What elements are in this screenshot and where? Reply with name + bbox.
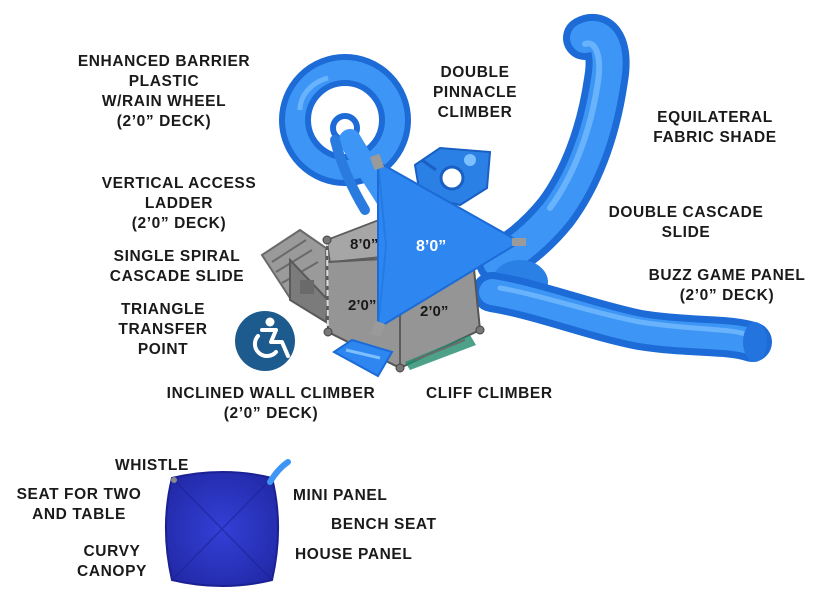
enhanced-barrier-rain-wheel <box>279 54 411 231</box>
label-bench-seat: BENCH SEAT <box>331 516 437 533</box>
label-inclined-wall: INCLINED WALL CLIMBER (2’0” DECK) <box>166 385 376 422</box>
label-enhanced-barrier: ENHANCED BARRIER PLASTIC W/RAIN WHEEL (2… <box>77 53 251 130</box>
label-seat-for-two: SEAT FOR TWO AND TABLE <box>16 486 142 523</box>
equilateral-fabric-shade <box>369 153 526 338</box>
inclined-wall-climber <box>332 338 394 378</box>
label-double-cascade: DOUBLE CASCADE SLIDE <box>608 204 764 241</box>
curvy-canopy <box>165 459 291 587</box>
label-cliff-climber: CLIFF CLIMBER <box>426 385 553 402</box>
deck-height-top-left: 8’0” <box>350 236 379 253</box>
label-equilateral-shade: EQUILATERAL FABRIC SHADE <box>653 109 777 146</box>
label-double-pinnacle: DOUBLE PINNACLE CLIMBER <box>432 64 518 121</box>
label-triangle-transfer: TRIANGLE TRANSFER POINT <box>118 301 208 358</box>
deck-height-mid-left: 2’0” <box>348 297 377 314</box>
vertical-access-ladder <box>260 228 330 324</box>
deck-height-mid-right: 2’0” <box>420 303 449 320</box>
label-curvy-canopy: CURVY CANOPY <box>77 543 147 580</box>
label-vertical-ladder: VERTICAL ACCESS LADDER (2’0” DECK) <box>101 175 257 232</box>
deck-height-shade: 8’0” <box>416 238 447 255</box>
label-single-spiral: SINGLE SPIRAL CASCADE SLIDE <box>109 248 245 285</box>
double-cascade-slide <box>476 14 630 284</box>
label-house-panel: HOUSE PANEL <box>295 546 413 563</box>
accessibility-icon <box>235 311 295 371</box>
label-buzz-game: BUZZ GAME PANEL (2’0” DECK) <box>648 267 806 304</box>
label-whistle: WHISTLE <box>115 457 189 474</box>
double-pinnacle-climber <box>413 146 492 207</box>
label-mini-panel: MINI PANEL <box>293 487 388 504</box>
buzz-game-panel-slide <box>472 260 772 362</box>
cliff-climber <box>405 335 476 370</box>
